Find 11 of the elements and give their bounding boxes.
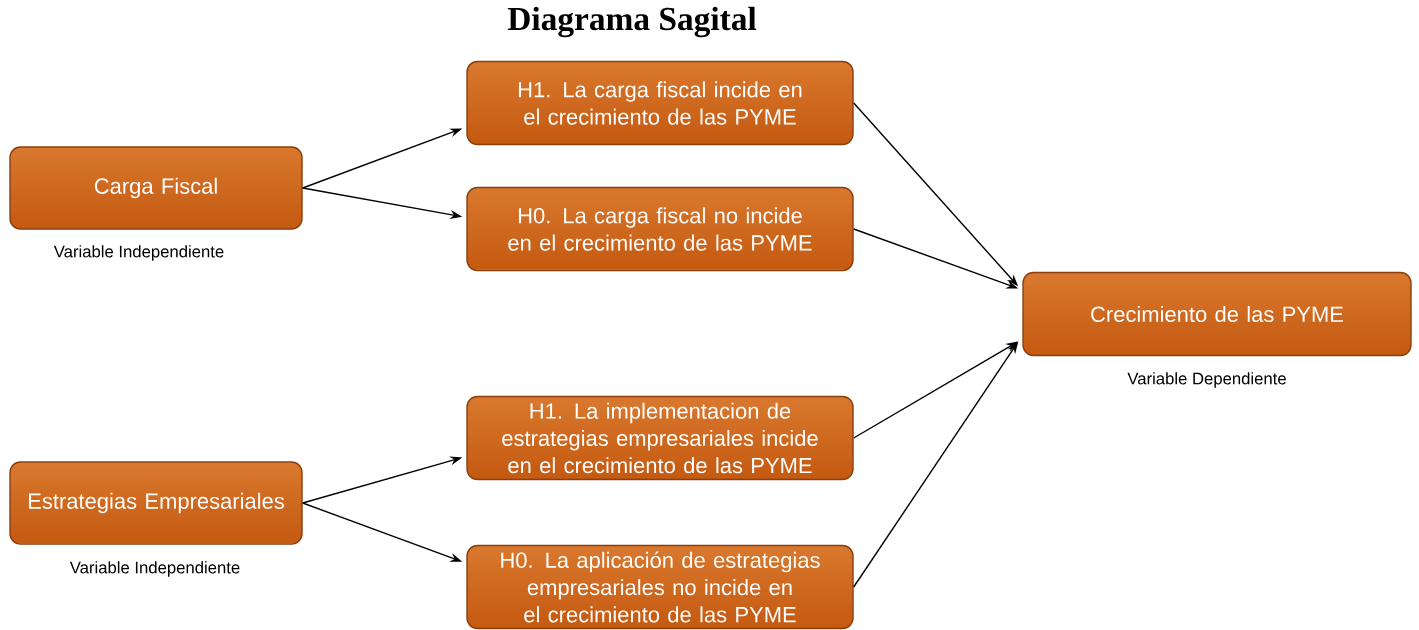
variable-caption: Variable Independiente bbox=[69, 561, 240, 577]
hypothesis-box: H0. La carga fiscal no incide en el crecimiento de las PYME bbox=[466, 186, 854, 272]
hypothesis-box: Crecimiento de las PYME bbox=[1022, 271, 1412, 357]
hypothesis-box: H1. La implementacion de estrategias empresariales incide en el crecimiento de las PYME bbox=[466, 395, 854, 481]
title: Diagrama Sagital bbox=[507, 6, 757, 38]
hypothesis-box: Carga Fiscal bbox=[9, 146, 303, 230]
hypothesis-box: H0. La aplicación de estrategias empresariales no incide en el crecimiento de las PYME bbox=[466, 544, 854, 630]
hypothesis-box: Estrategias Empresariales bbox=[9, 461, 303, 545]
hypothesis-box: H1. La carga fiscal incide en el crecimiento de las PYME bbox=[466, 60, 854, 146]
variable-caption: Variable Dependiente bbox=[1127, 372, 1286, 388]
variable-caption: Variable Independiente bbox=[53, 245, 224, 261]
